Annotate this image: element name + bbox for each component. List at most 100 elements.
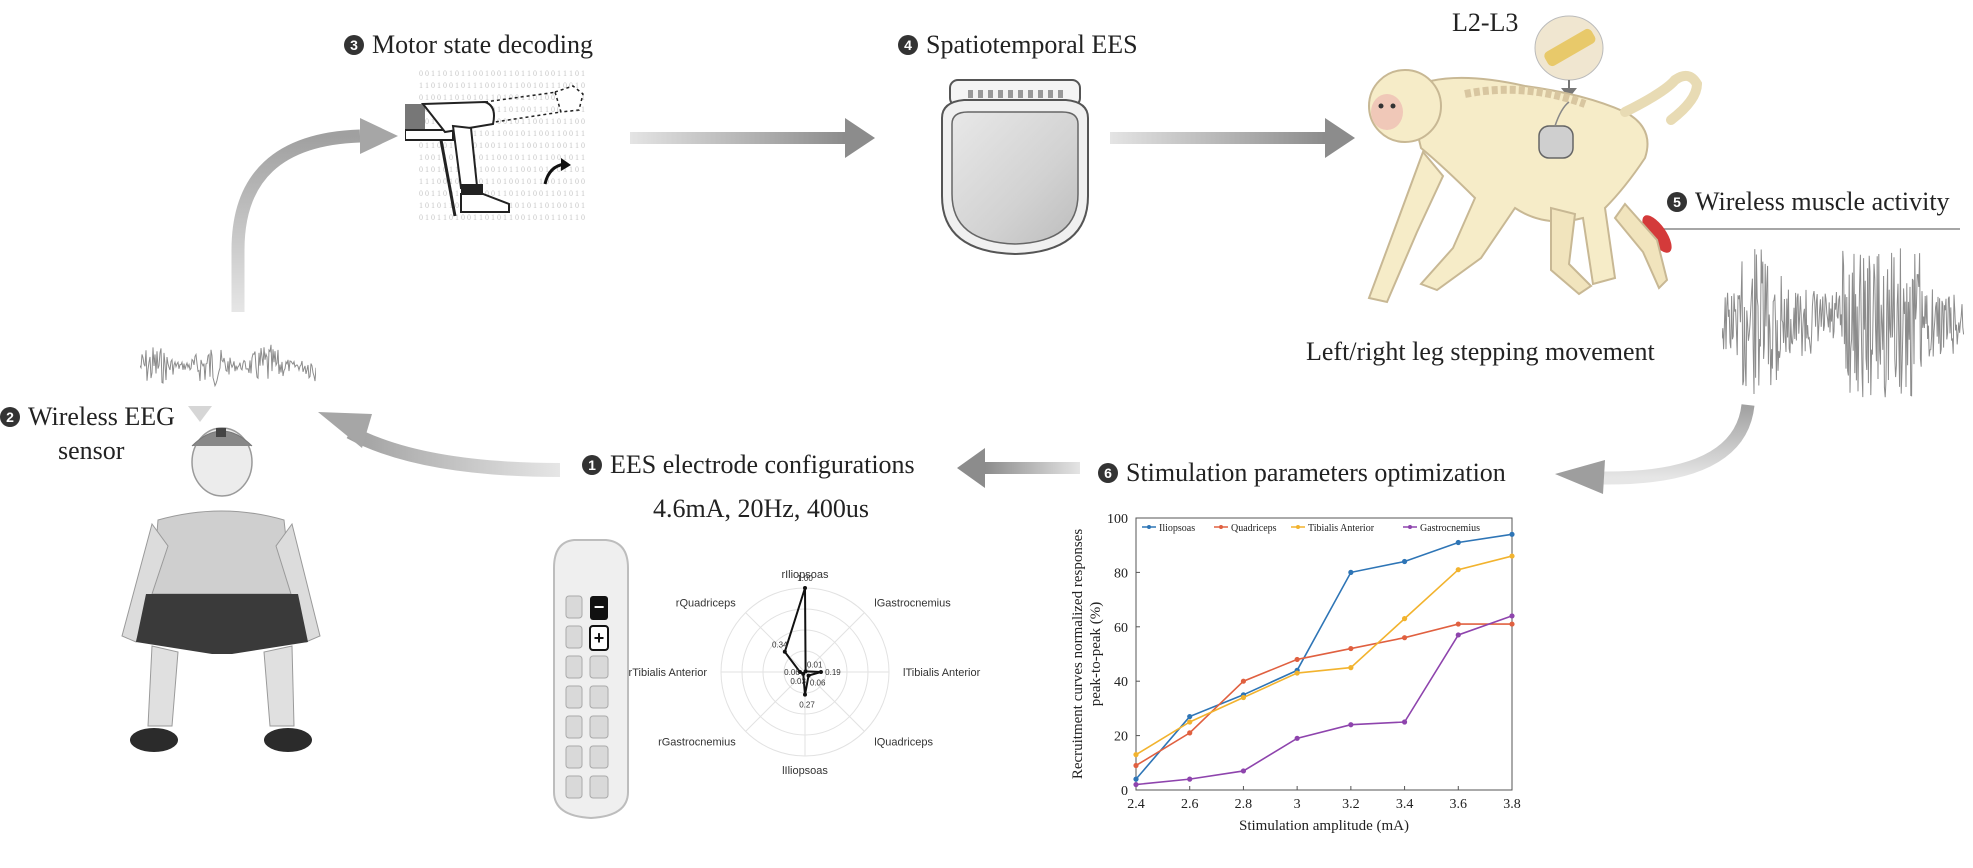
series-point — [1401, 719, 1408, 725]
radar-point — [818, 670, 823, 674]
radar-value-label: 0.06 — [810, 679, 826, 688]
series-point — [1187, 730, 1193, 736]
radar-spoke — [804, 612, 865, 673]
eeg-sensor-icon — [216, 428, 226, 437]
radar-value-label: 1.00 — [797, 574, 813, 583]
paddle-contact — [565, 745, 583, 769]
series-point — [1348, 569, 1354, 575]
series-line — [1135, 555, 1513, 756]
step6-number: 6 — [1098, 463, 1118, 483]
series-point — [1294, 656, 1300, 663]
step4-number: 4 — [898, 35, 918, 55]
paddle-contact — [589, 685, 609, 709]
step6-text: Stimulation parameters optimization — [1126, 458, 1506, 487]
x-tick-label: 3 — [1294, 797, 1301, 812]
svg-text:0 1 0 0 1 1 0 1 0 1 0 1 1 0 1: 0 1 0 0 1 1 0 1 0 1 0 1 1 0 1 0 0 1 1 0 … — [419, 93, 585, 102]
paddle-contact — [589, 745, 609, 769]
series-point — [1455, 621, 1461, 627]
paddle-contact — [589, 715, 609, 739]
plot-frame — [1135, 517, 1513, 791]
arrow-ees-to-monkey — [1110, 118, 1355, 158]
paddle-contact — [589, 775, 609, 799]
series-point — [1133, 762, 1139, 769]
step3-number: 3 — [344, 35, 364, 55]
eeg-signal-trace — [140, 344, 316, 388]
legend-label: Iliopsoas — [1159, 523, 1195, 534]
anode-contact — [589, 625, 609, 651]
step2-number: 2 — [0, 407, 20, 427]
series-point — [1348, 645, 1354, 652]
spinal-segment-inset — [1534, 15, 1604, 98]
series-point — [1294, 735, 1300, 741]
radar-value-label: 0.03 — [790, 677, 806, 686]
series-point — [1401, 616, 1408, 622]
arrow-decoding-to-ees — [630, 118, 875, 158]
x-tick-label: 3.8 — [1503, 797, 1521, 812]
x-tick-label: 2.6 — [1181, 797, 1199, 812]
arrow-optimization-to-config — [957, 448, 1080, 488]
radar-axis-label: lTibialis Anterior — [903, 667, 981, 679]
paddle-contact — [565, 595, 583, 619]
legend-label: Tibialis Anterior — [1308, 523, 1375, 534]
radar-point — [801, 671, 806, 676]
y-axis-title: Recruitment curves normalized responses — [1070, 529, 1086, 779]
radar-point — [803, 586, 807, 590]
ees-stimulator-device — [941, 79, 1089, 256]
electrode-paddle: − + — [553, 539, 629, 820]
x-tick-label: 3.2 — [1342, 797, 1360, 812]
radar-value-label: 0.27 — [799, 701, 815, 710]
x-tick-label: 3.6 — [1450, 797, 1468, 812]
radar-value-label: 0.01 — [807, 660, 823, 669]
series-point — [1133, 776, 1139, 782]
svg-text:0 0 1 1 0 1 0 1 1 0 0 1 0 0 1: 0 0 1 1 0 1 0 1 1 0 0 1 0 0 1 1 0 1 1 0 … — [419, 69, 585, 78]
person-shorts — [136, 594, 308, 654]
radar-spoke — [745, 671, 806, 732]
series-point — [1294, 670, 1300, 676]
arrow-muscle-to-optimization — [1555, 404, 1755, 494]
series-point — [1240, 694, 1247, 701]
x-tick-label: 2.4 — [1127, 797, 1145, 812]
step3-text: Motor state decoding — [372, 30, 593, 59]
paddle-contact — [565, 685, 583, 709]
svg-text:0 0 1 1 0 0 1 1 0 1 1 0 0 1 1: 0 0 1 1 0 0 1 1 0 1 1 0 0 1 1 0 1 0 1 0 … — [419, 189, 585, 198]
ipg-contacts — [968, 90, 1063, 98]
series-point — [1509, 613, 1515, 619]
radar-axis-label: rQuadriceps — [676, 598, 736, 610]
paddle-contact — [565, 775, 583, 799]
radar-axis-label: lQuadriceps — [874, 736, 933, 748]
radar-axis-label: rIliopsoas — [781, 569, 829, 581]
paddle-contact — [589, 655, 609, 679]
series-point — [1348, 665, 1354, 671]
paddle-contact — [565, 625, 583, 649]
series-point — [1401, 635, 1408, 641]
svg-text:0 1 1 0 0 1 0 1 1 0 1 0 0 1 1: 0 1 1 0 0 1 0 1 1 0 1 0 0 1 1 0 1 1 0 0 … — [419, 141, 585, 150]
arrow-config-to-eeg — [318, 412, 561, 477]
monkey-caption: Left/right leg stepping movement — [1306, 337, 1655, 366]
monkey-face — [1371, 94, 1403, 130]
series-point — [1455, 539, 1461, 546]
y-tick-label: 0 — [1121, 784, 1128, 799]
paddle-contact — [565, 715, 583, 739]
svg-text:1 0 0 1 1 0 1 0 0 1 0 1 1 0 0: 1 0 0 1 1 0 1 0 0 1 0 1 1 0 0 1 0 1 1 0 … — [419, 153, 585, 162]
cathode-symbol: − — [594, 597, 605, 617]
person-shoe-right — [264, 728, 312, 752]
seated-person-illustration — [121, 406, 321, 752]
series-point — [1187, 719, 1193, 725]
legend-label: Quadriceps — [1231, 523, 1277, 534]
svg-text:1 1 0 1 0 0 1 0 1 1 1 0 0 1 0: 1 1 0 1 0 0 1 0 1 1 1 0 0 1 0 1 1 0 0 1 … — [419, 81, 585, 90]
monkey-spine — [1464, 85, 1587, 108]
person-shoe-left — [130, 728, 178, 752]
step1-text: EES electrode configurations — [610, 450, 915, 479]
x-tick-label: 2.8 — [1235, 797, 1253, 812]
svg-text:1 0 1 1 0 1 1 0 0 0 1 1 0 1 1: 1 0 1 1 0 1 1 0 0 0 1 1 0 1 1 0 1 0 0 1 … — [419, 105, 585, 114]
radar-value-label: 0.06 — [784, 668, 800, 677]
series-point — [1509, 553, 1515, 559]
arrow-eeg-to-decoding — [231, 118, 398, 312]
x-axis-title: Stimulation amplitude (mA) — [1239, 818, 1409, 834]
paddle-contacts — [565, 595, 609, 799]
monkey-tail — [1620, 70, 1703, 125]
